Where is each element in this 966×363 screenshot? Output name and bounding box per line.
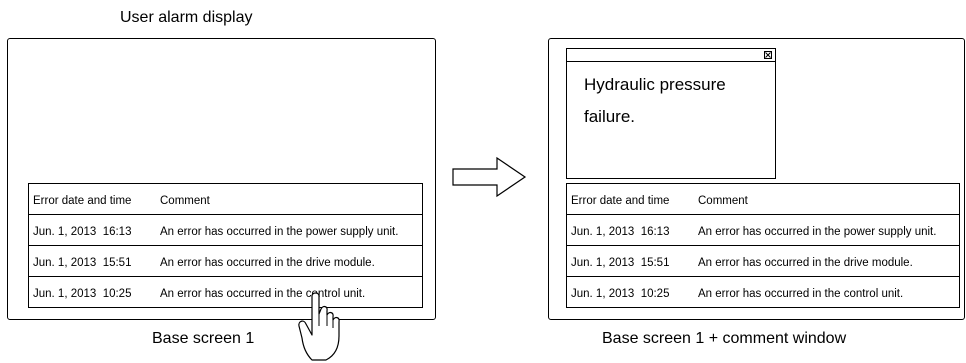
table-row[interactable]: Jun. 1, 2013 16:13 An error has occurred…	[567, 215, 959, 246]
table-row[interactable]: Jun. 1, 2013 15:51 An error has occurred…	[567, 246, 959, 277]
comment-text: Hydraulic pressure failure.	[584, 69, 726, 133]
table-row[interactable]: Jun. 1, 2013 16:13 An error has occurred…	[29, 215, 422, 246]
row-date: Jun. 1, 2013 15:51	[33, 257, 132, 269]
row-date: Jun. 1, 2013 16:13	[571, 226, 670, 238]
comment-window: Hydraulic pressure failure.	[566, 48, 776, 179]
row-comment: An error has occurred in the power suppl…	[160, 226, 399, 238]
header-date: Error date and time	[571, 195, 670, 207]
comment-line: failure.	[584, 107, 636, 126]
comment-line: Hydraulic pressure	[584, 75, 726, 94]
row-comment: An error has occurred in the drive modul…	[698, 257, 913, 269]
table-row[interactable]: Jun. 1, 2013 15:51 An error has occurred…	[29, 246, 422, 277]
diagram-title: User alarm display	[120, 9, 253, 26]
row-comment: An error has occurred in the drive modul…	[160, 257, 375, 269]
row-comment: An error has occurred in the control uni…	[698, 288, 904, 300]
window-title-bar	[567, 49, 775, 62]
table-header-row: Error date and time Comment	[567, 184, 959, 215]
caption-left: Base screen 1	[152, 330, 255, 347]
caption-right: Base screen 1 + comment window	[602, 330, 847, 347]
base-screen-right: Hydraulic pressure failure. Error date a…	[548, 38, 965, 320]
base-screen-left: Error date and time Comment Jun. 1, 2013…	[7, 38, 436, 320]
right-arrow-icon	[452, 156, 527, 198]
pointing-hand-icon	[298, 292, 340, 361]
row-date: Jun. 1, 2013 10:25	[571, 288, 670, 300]
alarm-table-right: Error date and time Comment Jun. 1, 2013…	[566, 183, 960, 308]
header-comment: Comment	[160, 195, 210, 207]
row-comment: An error has occurred in the power suppl…	[698, 226, 937, 238]
row-date: Jun. 1, 2013 16:13	[33, 226, 132, 238]
alarm-table-left: Error date and time Comment Jun. 1, 2013…	[28, 183, 423, 308]
row-date: Jun. 1, 2013 15:51	[571, 257, 670, 269]
header-date: Error date and time	[33, 195, 132, 207]
header-comment: Comment	[698, 195, 748, 207]
table-header-row: Error date and time Comment	[29, 184, 422, 215]
table-row[interactable]: Jun. 1, 2013 10:25 An error has occurred…	[567, 277, 959, 308]
close-icon[interactable]	[764, 51, 772, 59]
table-row[interactable]: Jun. 1, 2013 10:25 An error has occurred…	[29, 277, 422, 308]
row-date: Jun. 1, 2013 10:25	[33, 288, 132, 300]
